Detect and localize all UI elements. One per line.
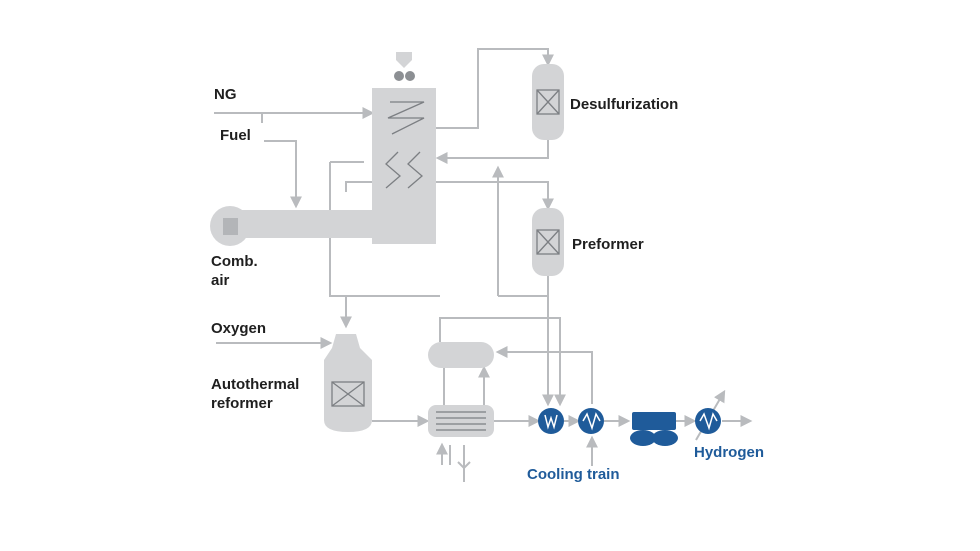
labels: NG Fuel Comb. air Oxygen Autothermal ref…: [211, 86, 764, 483]
cooling-train-equipment: [538, 408, 604, 434]
preformer-bed: [536, 229, 560, 255]
stack-damper: [396, 52, 412, 68]
desulf-return-pipe: [435, 140, 549, 164]
cooler-2-symbol: [582, 412, 601, 431]
fan-hub: [223, 218, 238, 235]
fired-heater: [210, 52, 436, 246]
waste-heat-exchanger: [428, 405, 494, 437]
stack-roller-right: [405, 71, 415, 81]
psa-roller-right: [652, 430, 678, 446]
hydrogen-cooler-symbol: [699, 412, 718, 431]
atr-body: [324, 334, 372, 432]
fuel-pipe: [264, 140, 302, 209]
hydrogen-cooler-body: [695, 408, 721, 434]
psa-unit: [630, 412, 678, 446]
exchanger-tubes: [436, 411, 486, 431]
autothermal-reformer-vessel: [324, 334, 372, 432]
label-preformer: Preformer: [572, 236, 644, 253]
drain-pipe: [457, 445, 471, 482]
coil-loop-pipe: [329, 162, 440, 297]
label-comb-air-line2: air: [211, 272, 230, 289]
label-hydrogen: Hydrogen: [694, 444, 764, 461]
label-comb-air-line1: Comb.: [211, 253, 258, 270]
exchanger-shell: [428, 405, 494, 437]
lower-coil-right: [407, 151, 423, 189]
hydrogen-cooler: [695, 408, 721, 434]
desulf-bed: [536, 89, 560, 115]
label-cooling-train: Cooling train: [527, 466, 620, 483]
cooler-2: [578, 408, 604, 434]
to-preformer-pipe: [345, 181, 554, 211]
cooler-1: [538, 408, 564, 434]
atr-bed-cross: [331, 381, 365, 407]
lower-coil-left: [385, 151, 401, 189]
top-coil: [387, 101, 425, 135]
drum-return-pipe: [495, 346, 593, 404]
label-oxygen: Oxygen: [211, 320, 266, 337]
label-atr-line1: Autothermal: [211, 376, 299, 393]
heater-body: [240, 88, 436, 244]
psa-roller-left: [630, 430, 656, 446]
stack-roller-left: [394, 71, 404, 81]
cooler-1-symbol: [544, 414, 558, 430]
label-ng: NG: [214, 86, 237, 103]
drum-loop-pipe: [439, 317, 566, 407]
atr-bed: [331, 381, 365, 407]
steam-drum: [428, 342, 494, 368]
label-fuel: Fuel: [220, 127, 251, 144]
label-desulfurization: Desulfurization: [570, 96, 678, 113]
preformer-bed-cross: [536, 229, 560, 255]
to-desulfurization-pipe: [420, 48, 554, 129]
label-atr-line2: reformer: [211, 395, 273, 412]
desulf-bed-cross: [536, 89, 560, 115]
desulfurization-vessel: [532, 64, 564, 140]
psa-tank: [632, 412, 676, 430]
piping: [214, 48, 753, 482]
preformer-vessel: [532, 208, 564, 276]
preformer-outlet-pipe: [498, 276, 549, 297]
